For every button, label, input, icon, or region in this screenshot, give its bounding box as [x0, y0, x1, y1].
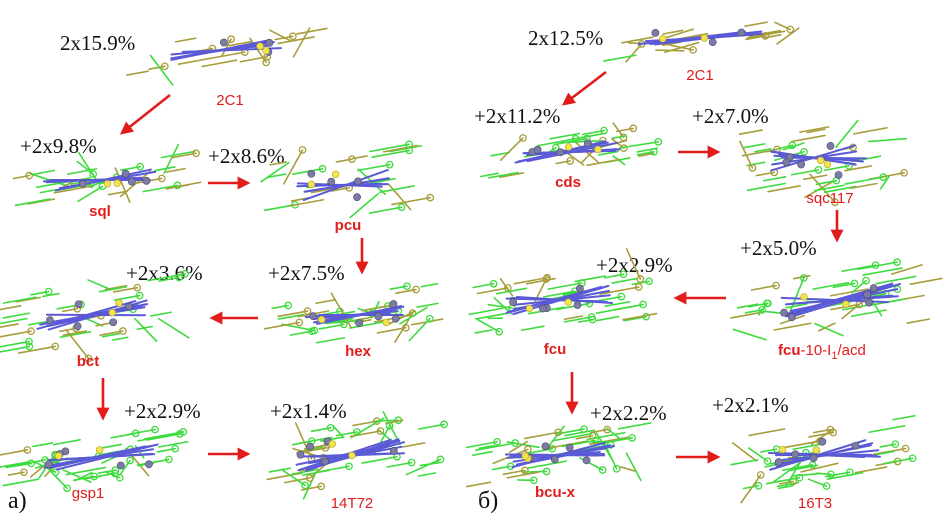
structure-fcu10	[730, 258, 943, 341]
structure-sql	[12, 143, 202, 207]
arrow-2c1-to-sql	[119, 93, 171, 135]
structure-pcu	[260, 140, 435, 219]
label-fcu: fcu	[544, 341, 567, 358]
label-bct: bct	[77, 353, 100, 370]
label-14t72: 14T72	[331, 495, 374, 512]
structure-bcux	[465, 422, 652, 488]
panel-marker-b: б)	[478, 488, 498, 514]
increment-sqc117: +2x7.0%	[692, 104, 769, 128]
structure-16t3	[730, 415, 917, 504]
increment-cds: +2x11.2%	[474, 104, 560, 128]
structure-cds	[479, 122, 663, 179]
label-gsp1: gsp1	[72, 485, 105, 502]
panel-marker-a: а)	[8, 488, 27, 514]
label-pcu: pcu	[335, 217, 362, 234]
arrow-2c1-to-cds	[561, 70, 607, 106]
structure-sqc117	[738, 119, 908, 207]
increment-2c1-a: 2x15.9%	[60, 31, 135, 55]
structure-2c1-a	[126, 27, 328, 86]
increment-2c1-b: 2x12.5%	[528, 26, 603, 50]
panel-a: 2x15.9% 2C1 +2x9.8% sql +2x8.6% pcu +2x7…	[0, 27, 448, 514]
increment-14t72: +2x1.4%	[270, 399, 347, 423]
increment-fcu10: +2x5.0%	[740, 236, 817, 260]
structure-gsp1	[0, 425, 189, 493]
structure-bct	[0, 270, 190, 363]
label-16t3: 16T3	[798, 495, 832, 512]
increment-bct: +2x3.6%	[126, 261, 203, 285]
label-hex: hex	[345, 343, 372, 360]
panel-b: 2x12.5% 2C1 +2x11.2% cds +2x7.0% sqc117 …	[465, 21, 943, 514]
label-2c1-b: 2C1	[686, 67, 714, 84]
increment-bcux: +2x2.2%	[590, 401, 667, 425]
increment-hex: +2x7.5%	[268, 261, 345, 285]
increment-gsp1: +2x2.9%	[124, 399, 201, 423]
label-cds: cds	[555, 174, 581, 191]
label-fcu10: fcu-10-I1/acd	[778, 342, 866, 362]
label-bcux: bcu-x	[535, 484, 576, 501]
label-sql: sql	[89, 203, 111, 220]
label-2c1-a: 2C1	[216, 92, 244, 109]
increment-16t3: +2x2.1%	[712, 393, 789, 417]
structure-14t72	[266, 411, 448, 500]
structure-hex	[263, 282, 444, 344]
structure-2c1-b	[603, 21, 800, 63]
label-sqc117: sqc117	[806, 190, 853, 207]
increment-sql: +2x9.8%	[20, 134, 97, 158]
structure-fcu	[468, 248, 658, 336]
